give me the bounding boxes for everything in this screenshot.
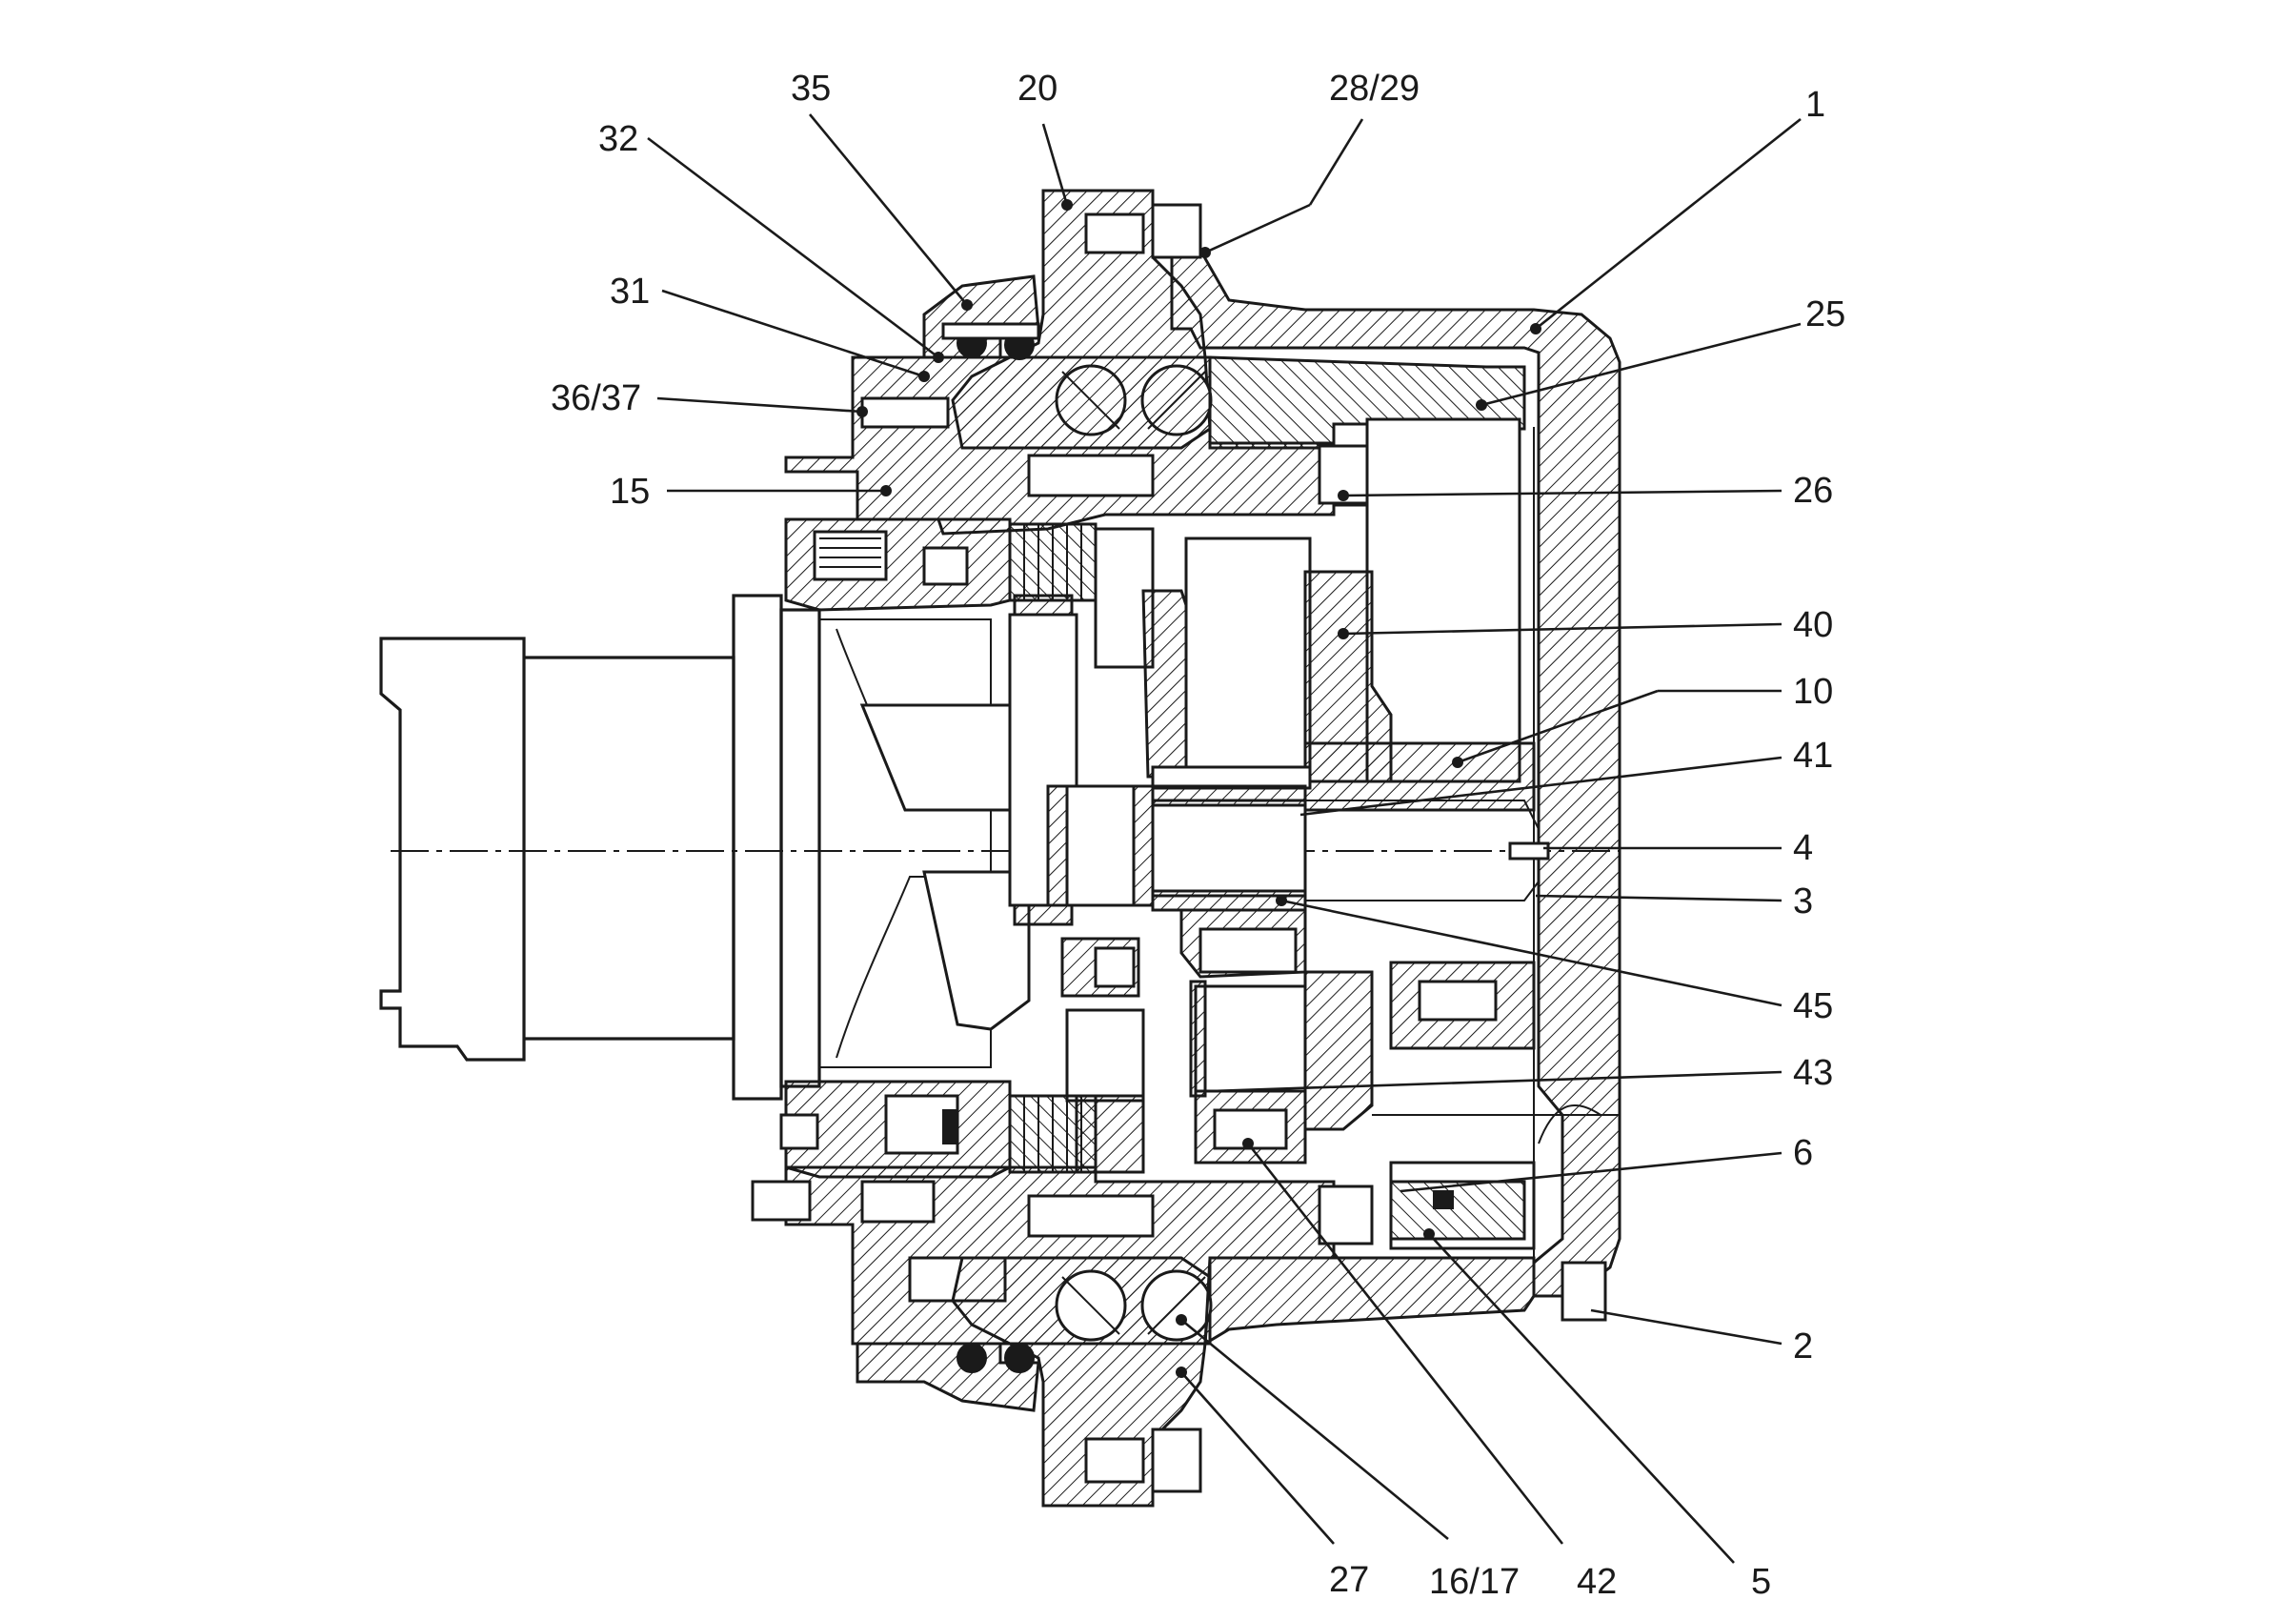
callout-4: 4 <box>1793 828 1813 868</box>
callout-5: 5 <box>1751 1562 1771 1602</box>
callout-20: 20 <box>1017 69 1057 109</box>
callout-labels: 1 2 3 4 5 6 10 15 16/17 20 25 26 27 28/2… <box>551 69 1845 1602</box>
callout-28-29: 28/29 <box>1329 69 1420 109</box>
callout-31: 31 <box>610 272 650 312</box>
flange-lower <box>951 1256 1536 1508</box>
callout-32: 32 <box>598 119 638 159</box>
callout-15: 15 <box>610 472 650 512</box>
planet-upper <box>1008 527 1536 926</box>
callout-43: 43 <box>1793 1053 1833 1093</box>
seal-lower <box>856 1342 1040 1412</box>
callout-6: 6 <box>1793 1133 1813 1173</box>
callout-leaders <box>647 113 1802 1564</box>
hub-upper <box>784 355 1521 783</box>
callout-25: 25 <box>1805 294 1845 334</box>
planet-lower <box>1060 908 1620 1250</box>
callout-3: 3 <box>1793 881 1813 921</box>
brake-upper <box>784 517 1098 612</box>
sun-shaft <box>1046 784 1550 912</box>
callout-40: 40 <box>1793 605 1833 645</box>
callout-2: 2 <box>1793 1326 1813 1367</box>
callout-26: 26 <box>1793 471 1833 511</box>
seal-upper <box>922 274 1040 360</box>
callout-27: 27 <box>1329 1560 1369 1600</box>
brake-lower <box>779 1080 1098 1179</box>
callout-42: 42 <box>1577 1562 1617 1602</box>
callout-10: 10 <box>1793 672 1833 712</box>
callout-41: 41 <box>1793 736 1833 776</box>
callout-1: 1 <box>1805 85 1825 125</box>
callout-16-17: 16/17 <box>1429 1562 1520 1602</box>
callout-45: 45 <box>1793 986 1833 1026</box>
callout-35: 35 <box>791 69 831 109</box>
callout-36-37: 36/37 <box>551 378 641 418</box>
motor-body <box>379 594 1031 1101</box>
